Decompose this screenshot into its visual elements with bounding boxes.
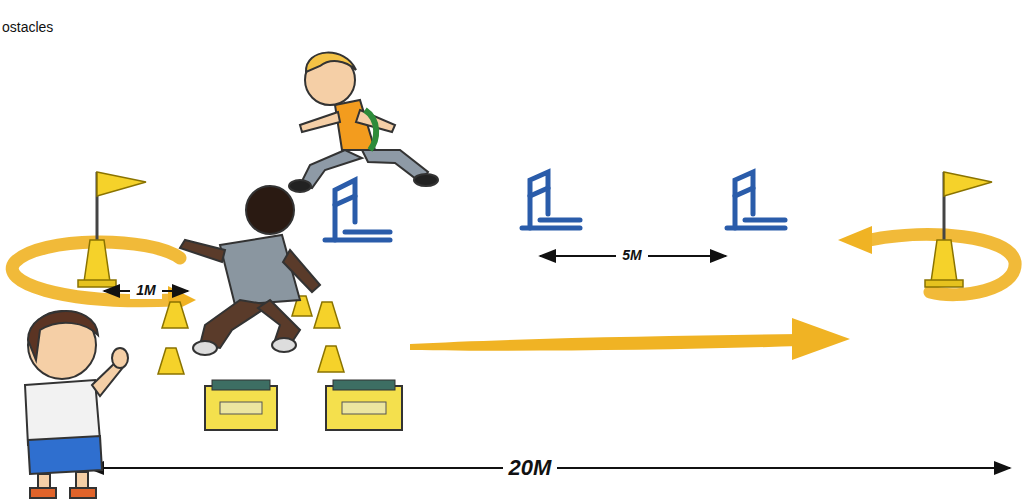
- hurdle: [522, 172, 580, 228]
- flag-marker-part: [931, 240, 957, 282]
- running-child-part: [193, 341, 217, 355]
- jumping-child-part: [289, 180, 311, 192]
- direction-arrow-part: [410, 334, 800, 351]
- direction-arrow: [410, 318, 850, 360]
- dimension-label: 5M: [616, 248, 647, 263]
- crate-part: [342, 402, 386, 414]
- crate-part: [326, 386, 402, 430]
- crate: [205, 380, 277, 430]
- running-child-part: [272, 338, 296, 352]
- hurdle: [727, 172, 785, 228]
- cone-part: [314, 302, 340, 328]
- heading-fragment: ostacles: [2, 20, 53, 35]
- jumping-child-part: [365, 110, 376, 150]
- jumping-child-part: [306, 53, 356, 72]
- hurdle-part: [345, 230, 390, 235]
- hurdle-part: [735, 188, 753, 196]
- crate-part: [220, 402, 262, 414]
- running-child-part: [246, 186, 294, 234]
- cone: [158, 296, 344, 374]
- hurdle-part: [335, 196, 355, 205]
- hurdle-part: [540, 218, 580, 223]
- dimension-label: 20M: [503, 456, 558, 480]
- standing-child-part: [28, 436, 102, 474]
- turn-arrow-right: [838, 226, 1015, 295]
- hurdle-part: [325, 238, 390, 243]
- hurdle-part: [727, 226, 785, 231]
- dimension-label: 1M: [130, 283, 161, 298]
- cone-part: [158, 348, 184, 374]
- direction-arrow-part: [792, 318, 850, 360]
- crate-part: [205, 386, 277, 430]
- standing-child-part: [112, 348, 128, 368]
- turn-arrow-right-part: [838, 226, 872, 254]
- crate: [326, 380, 402, 430]
- standing-child-part: [28, 311, 98, 360]
- flag-marker-part: [925, 280, 963, 287]
- standing-child: [25, 311, 128, 498]
- cone-part: [318, 346, 344, 372]
- jumping-child: [289, 53, 438, 192]
- turn-arrow-right-part: [870, 235, 1015, 295]
- standing-child-part: [25, 380, 100, 445]
- standing-child-part: [30, 488, 56, 498]
- hurdle-part: [745, 218, 785, 223]
- running-child-part: [220, 235, 300, 305]
- flag-marker: [78, 172, 146, 287]
- flag-marker-part: [84, 240, 110, 282]
- hurdle-part: [530, 188, 548, 196]
- flag-marker-part: [97, 172, 146, 196]
- standing-child-part: [70, 488, 96, 498]
- flag-marker-part: [78, 280, 116, 287]
- crate-part: [212, 380, 270, 390]
- flag-marker: [925, 172, 992, 287]
- jumping-child-part: [300, 112, 340, 132]
- jumping-child-part: [414, 174, 438, 186]
- running-child-part: [283, 250, 320, 292]
- crate-part: [333, 380, 395, 390]
- hurdle: [325, 180, 390, 240]
- running-child: [180, 186, 320, 355]
- hurdle-part: [522, 226, 580, 231]
- flag-marker-part: [944, 172, 992, 196]
- running-child-part: [180, 240, 225, 262]
- cone-part: [162, 302, 188, 328]
